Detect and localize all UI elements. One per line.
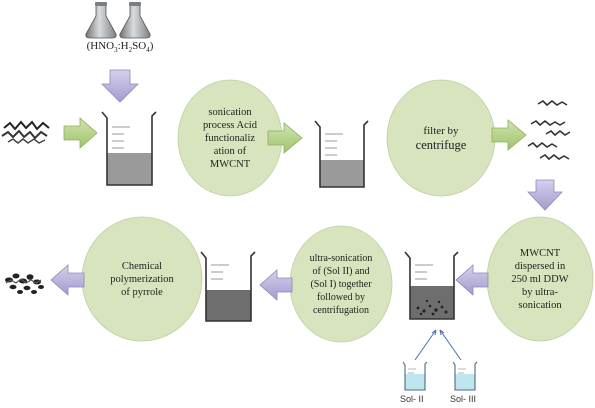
arrow-down-acid: [101, 69, 139, 103]
mwcnt-cluster-left: [1, 120, 50, 144]
arrow-right-2: [267, 122, 303, 154]
flask-icon-right: [119, 2, 151, 39]
arrow-left-4: [50, 264, 85, 296]
beaker-2: [314, 120, 369, 188]
arrow-left-1: [455, 264, 489, 296]
acid-mixture-label: (HNO3:H2SO4): [86, 40, 154, 55]
sol-iii-label: Sol- III: [450, 394, 477, 404]
arrow-right-1: [63, 117, 98, 149]
sol-ii-beaker: [402, 361, 428, 391]
beaker-1: [101, 111, 157, 186]
arrow-left-2: [259, 269, 293, 301]
step-label-chemical: Chemical polymerization of pyrrole: [110, 260, 174, 298]
flask-icon-left: [85, 2, 117, 39]
step-label-sonication: sonication process Acid functionaliz ati…: [203, 106, 257, 170]
arrow-down-right: [527, 179, 563, 211]
step-label-ultra: ultra-sonication of (Sol II) and (Sol I)…: [309, 252, 373, 316]
beaker-4: [200, 251, 256, 322]
arrow-right-3: [491, 119, 527, 151]
sol-ii-label: Sol- II: [400, 394, 424, 404]
beaker-3: [404, 251, 459, 320]
sol-iii-beaker: [452, 361, 478, 391]
step-label-dispersed: MWCNT dispersed in 250 ml DDW by ultra- …: [511, 247, 569, 311]
ppy-mwcnt-product-cluster: [5, 273, 44, 294]
mwcnt-cluster-right: [527, 99, 571, 161]
step-label-filter: filter by centrifuge: [415, 125, 467, 152]
sol-connector-lines: [414, 329, 462, 361]
